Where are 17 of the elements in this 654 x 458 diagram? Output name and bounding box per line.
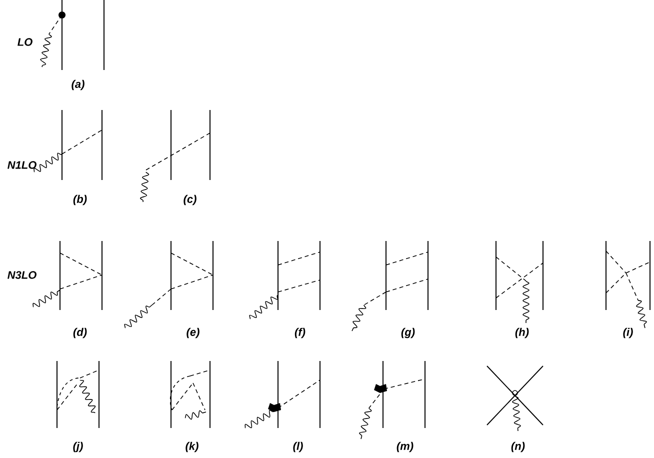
order-label: N3LO [8, 271, 36, 279]
panel-label: (m) [396, 442, 414, 452]
panel-label: (g) [401, 328, 415, 338]
panel-label: (a) [72, 80, 84, 90]
panel-label: (e) [186, 328, 200, 338]
panel-label: (i) [623, 328, 633, 338]
panel-label: (n) [511, 442, 525, 452]
panel-label: (h) [515, 328, 529, 338]
panel-label: (b) [73, 194, 87, 206]
panel-label: (c) [184, 194, 196, 206]
panel-label: (l) [293, 442, 303, 452]
panel-label: (j) [73, 442, 83, 452]
order-label: LO [18, 38, 32, 46]
panel-label: (k) [186, 442, 198, 452]
order-label: N1LO [8, 161, 36, 169]
panel-label: (f) [294, 328, 306, 338]
panel-label: (d) [73, 328, 87, 338]
